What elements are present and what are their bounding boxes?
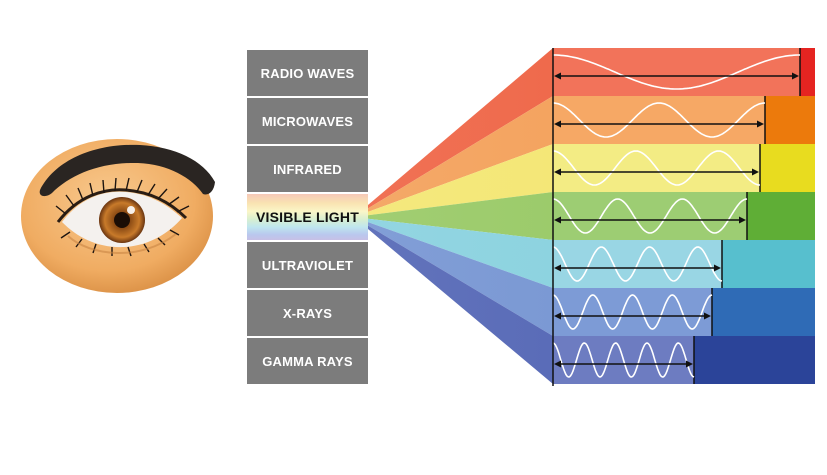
wavelength-arrow	[554, 168, 759, 176]
label-text: ULTRAVIOLET	[261, 257, 354, 273]
wavelength-arrow	[554, 72, 799, 80]
wavelength-arrow	[554, 312, 711, 320]
ray-x-rays	[368, 222, 553, 336]
band-end-gamma-rays	[694, 336, 815, 384]
band-visible-light	[553, 192, 747, 240]
label-text: MICROWAVES	[261, 113, 354, 129]
label-text: INFRARED	[273, 161, 342, 177]
label-x-rays: X-RAYS	[247, 290, 368, 336]
wave-radio-waves	[553, 54, 800, 90]
ray-gamma-rays	[368, 225, 553, 384]
band-end-radio-waves	[800, 48, 815, 96]
wavelength-arrow	[554, 360, 693, 368]
wavelength-arrow	[554, 120, 764, 128]
label-text: GAMMA RAYS	[262, 353, 353, 369]
band-end-ultraviolet	[722, 240, 815, 288]
wave-ultraviolet	[552, 246, 723, 282]
band-x-rays	[553, 288, 712, 336]
wave-visible-light	[552, 198, 748, 234]
band-blocks	[552, 48, 815, 384]
pupil	[114, 212, 130, 228]
label-text: VISIBLE LIGHT	[256, 209, 359, 225]
ray-visible-light	[368, 192, 553, 240]
label-infrared: INFRARED	[247, 146, 368, 192]
band-end-visible-light	[747, 192, 815, 240]
ray-fan	[368, 48, 553, 384]
ray-radio-waves	[368, 48, 553, 209]
label-text: X-RAYS	[282, 305, 333, 321]
wave-infrared	[552, 150, 761, 186]
wavelength-arrow	[554, 216, 746, 224]
label-text: RADIO WAVES	[260, 65, 355, 81]
label-microwaves: MICROWAVES	[247, 98, 368, 144]
eye-illustration	[21, 139, 215, 293]
wave-gamma-rays	[552, 342, 695, 378]
eyelashes	[55, 177, 190, 257]
wave-microwaves	[552, 102, 766, 138]
label-visible-light: VISIBLE LIGHT	[247, 194, 368, 240]
label-gamma-rays: GAMMA RAYS	[247, 338, 368, 384]
ray-infrared	[368, 144, 553, 216]
label-radio-waves: RADIO WAVES	[247, 50, 368, 96]
lower-eyelid-shadow	[67, 233, 177, 254]
label-ultraviolet: ULTRAVIOLET	[247, 242, 368, 288]
band-end-x-rays	[712, 288, 815, 336]
wavelength-arrow	[554, 264, 721, 272]
wave-x-rays	[552, 294, 713, 330]
ray-ultraviolet	[368, 218, 553, 288]
eye-highlight	[127, 206, 135, 214]
band-end-microwaves	[765, 96, 815, 144]
ray-microwaves	[368, 96, 553, 212]
band-end-infrared	[760, 144, 815, 192]
band-radio-waves	[553, 48, 800, 96]
eyebrow	[39, 144, 215, 197]
band-microwaves	[553, 96, 765, 144]
